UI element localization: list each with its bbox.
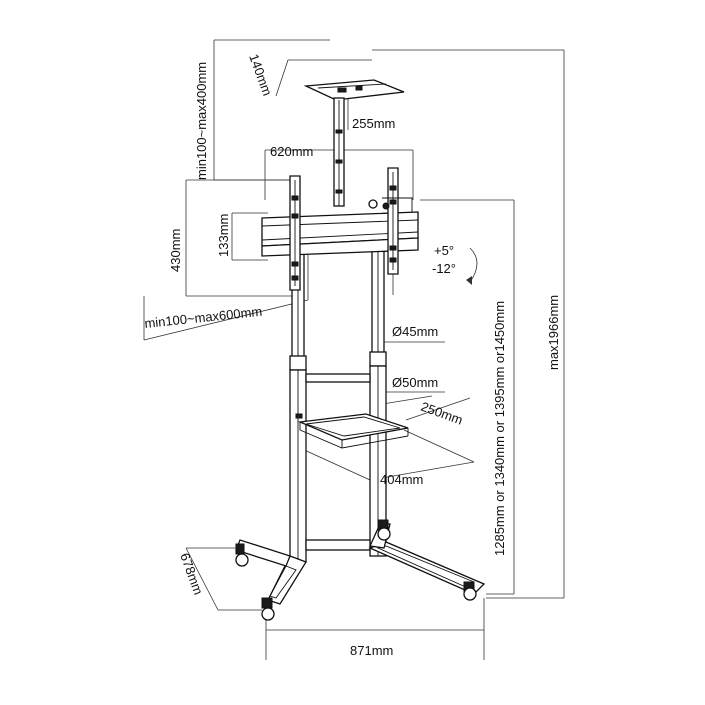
wheel-front-left xyxy=(261,597,275,621)
dimension-labels: 140mm min100~max400mm 255mm 620mm 430mm … xyxy=(144,52,561,658)
vesa-bracket-right xyxy=(382,167,413,275)
base-front-left-leg xyxy=(267,555,307,605)
wheel-back-right xyxy=(377,519,391,541)
base-depth-label: 678mm xyxy=(177,551,206,597)
plate-height-label: 133mm xyxy=(216,214,231,257)
vesa-range-label: min100~max600mm xyxy=(144,304,263,331)
mount-heights-label: 1285mm or 1340mm or 1395mm or1450mm xyxy=(492,301,507,556)
mounting-plate xyxy=(261,211,419,257)
tray-depth-label: 140mm xyxy=(246,52,275,98)
wheel-back-left xyxy=(235,543,249,567)
shelf xyxy=(295,413,409,449)
height-range-label: min100~max400mm xyxy=(194,62,209,180)
dimension-lines xyxy=(143,39,565,660)
arm-length-label: 255mm xyxy=(352,116,395,131)
vesa-bracket-left xyxy=(289,175,301,291)
bracket-width-label: 620mm xyxy=(270,144,313,159)
shelf-width-label: 404mm xyxy=(380,472,423,487)
shelf-depth-label: 250mm xyxy=(419,399,465,428)
tilt-down-label: -12° xyxy=(432,261,456,276)
knob xyxy=(368,199,378,209)
lower-pole xyxy=(289,365,387,563)
stand-drawing xyxy=(235,79,486,621)
wheel-front-right xyxy=(463,581,477,601)
pole-collars xyxy=(289,351,387,371)
bracket-height-label: 430mm xyxy=(168,229,183,272)
base-width-label: 871mm xyxy=(350,643,393,658)
total-height-label: max1966mm xyxy=(546,295,561,370)
camera-tray xyxy=(303,79,405,101)
pole-top-diameter-label: Ø45mm xyxy=(392,324,438,339)
camera-arm xyxy=(333,97,345,207)
upper-pole xyxy=(291,235,385,367)
pole-bottom-diameter-label: Ø50mm xyxy=(392,375,438,390)
tilt-up-label: +5° xyxy=(434,243,454,258)
